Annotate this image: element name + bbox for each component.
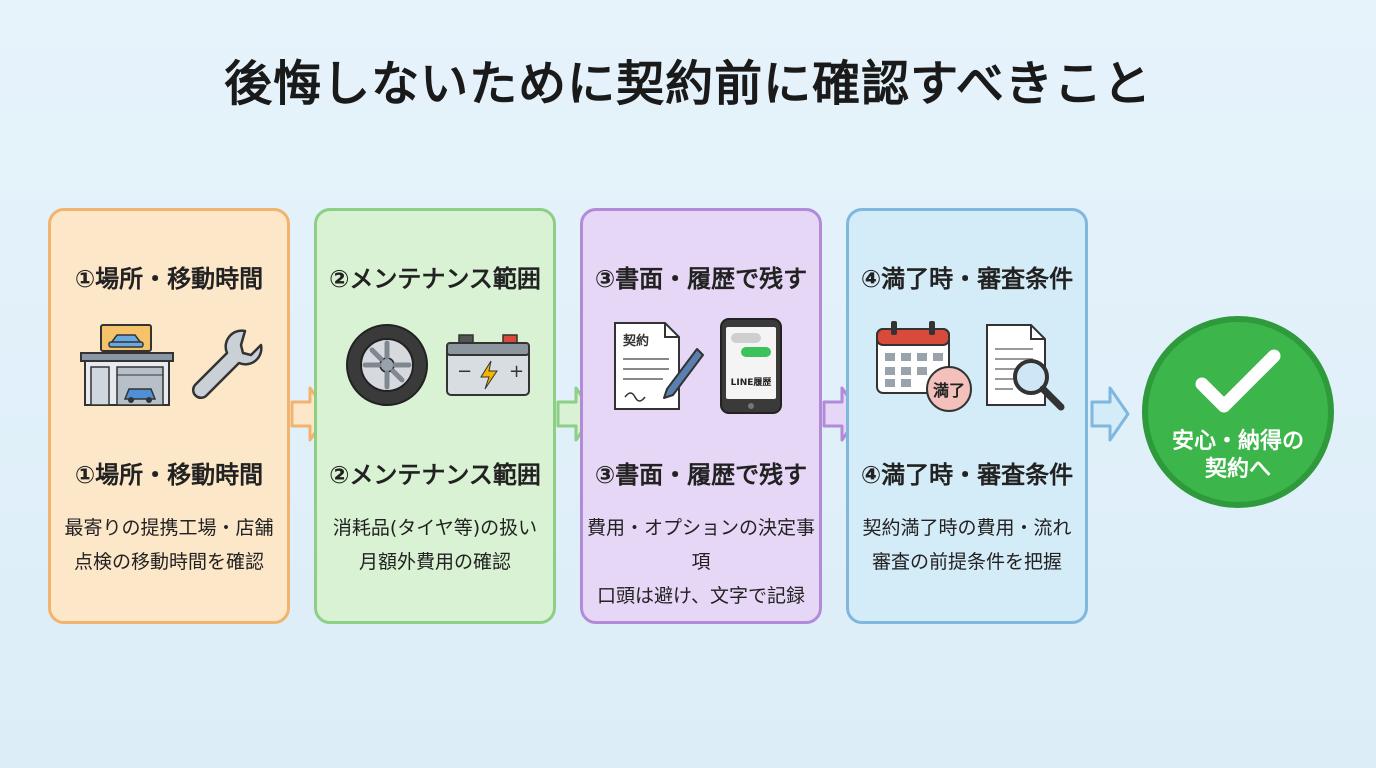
step-subheading: ④満了時・審査条件	[860, 461, 1074, 489]
tire-icon	[346, 324, 428, 406]
svg-text:+: +	[509, 361, 524, 382]
contract-label: 契約	[622, 333, 649, 349]
goal-circle: 安心・納得の 契約へ	[1142, 316, 1334, 508]
magnifier-document-icon	[986, 324, 1065, 411]
step-card-documentation: ③書面・履歴で残す 契約 LINE履歴 ③書面・履歴で残す 費用・オプションの決…	[580, 208, 822, 624]
calendar-icon: 満了	[876, 321, 972, 412]
contract-document-icon: 契約	[614, 322, 704, 410]
step-icons: 契約 LINE履歴	[583, 313, 819, 414]
page-title: 後悔しないために契約前に確認すべきこと	[224, 56, 1152, 112]
garage-icon	[80, 324, 174, 406]
step-subheading: ①場所・移動時間	[74, 461, 264, 489]
step-description: 最寄りの提携工場・店舗 点検の移動時間を確認	[64, 517, 274, 573]
step-heading: ①場所・移動時間	[74, 265, 264, 293]
step-heading: ④満了時・審査条件	[860, 265, 1074, 293]
step-card-location: ①場所・移動時間 ①場所・移動時間 最寄りの提携工場・店舗 点検の移動時間を確認	[48, 208, 290, 624]
svg-text:−: −	[457, 361, 472, 382]
arrow-right-icon	[1090, 386, 1130, 442]
step-card-expiry-screening: ④満了時・審査条件 満了 ④満了時・審査条件 契約満了時の費用・流れ 審査の前提…	[846, 208, 1088, 624]
step-icons: 満了	[849, 313, 1085, 413]
step-description: 契約満了時の費用・流れ 審査の前提条件を把握	[862, 517, 1072, 573]
step-heading: ③書面・履歴で残す	[594, 265, 808, 293]
smartphone-chat-icon: LINE履歴	[720, 318, 782, 414]
step-card-maintenance: ②メンテナンス範囲 − + ②メンテナンス範囲 消耗品(タイヤ等)の扱い 月額外…	[314, 208, 556, 624]
step-subheading: ③書面・履歴で残す	[594, 461, 808, 489]
checkmark-icon	[1195, 349, 1281, 413]
goal-text: 安心・納得の 契約へ	[1171, 429, 1304, 482]
step-description: 費用・オプションの決定事項 口頭は避け、文字で記録	[586, 517, 815, 607]
wrench-icon	[191, 329, 263, 400]
step-icons	[51, 313, 287, 413]
step-description: 消耗品(タイヤ等)の扱い 月額外費用の確認	[332, 517, 538, 573]
phone-label: LINE履歴	[731, 376, 772, 388]
expiry-badge-label: 満了	[933, 381, 965, 400]
step-heading: ②メンテナンス範囲	[329, 265, 541, 293]
step-icons: − +	[317, 313, 553, 413]
step-subheading: ②メンテナンス範囲	[329, 461, 541, 489]
battery-icon: − +	[446, 334, 530, 396]
